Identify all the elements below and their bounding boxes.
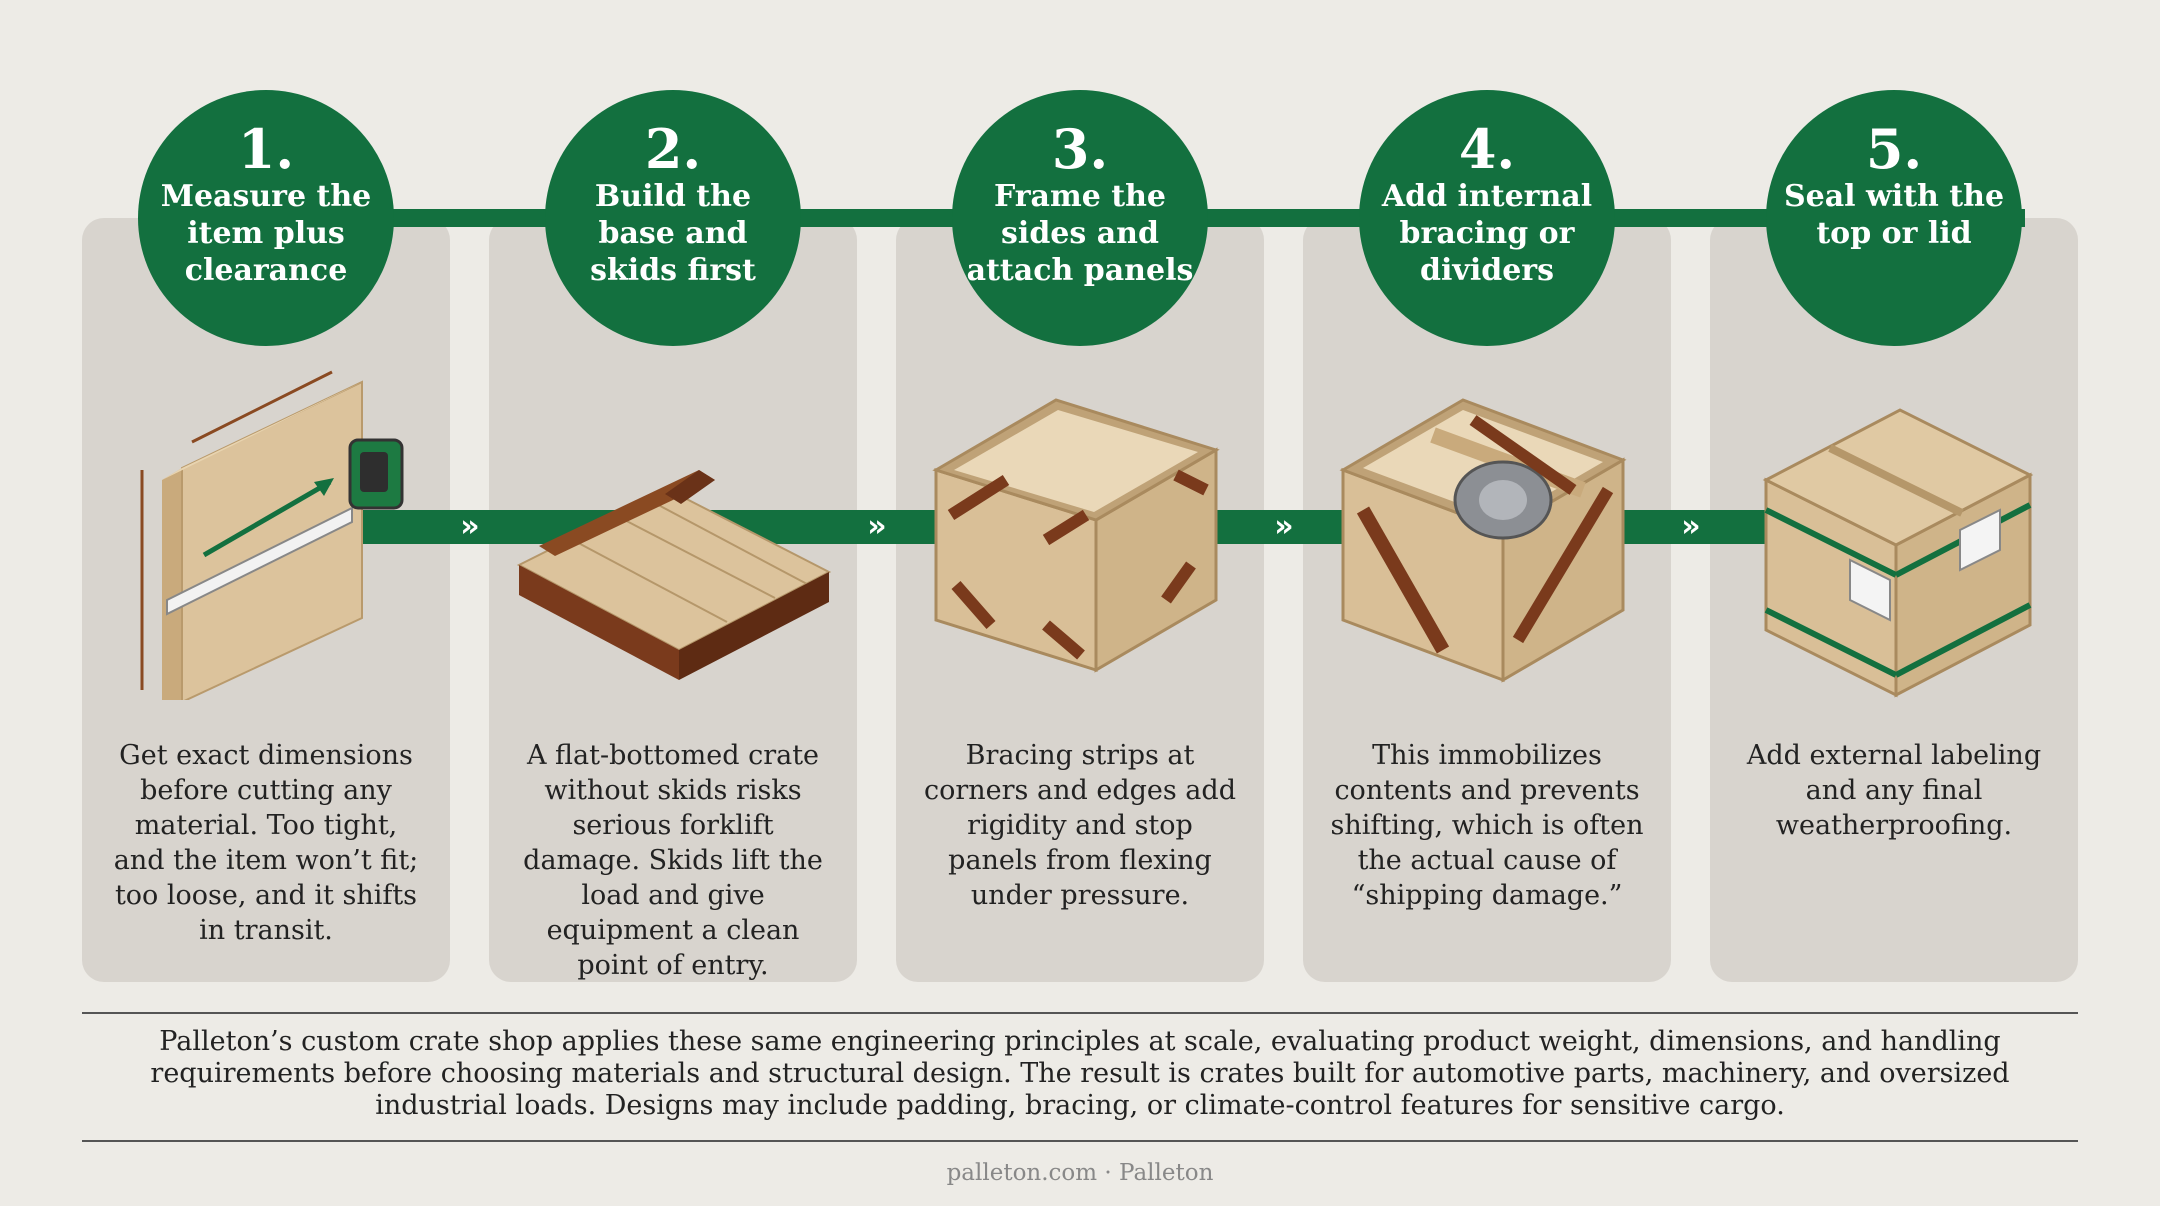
chevron-right-icon: » — [460, 509, 480, 544]
footer-paragraph: Palleton’s custom crate shop applies the… — [150, 1026, 2010, 1121]
step-4-badge: 4. Add internal bracing or dividers — [1359, 90, 1615, 346]
chevron-right-icon: » — [867, 509, 887, 544]
step-5-description: Add external labeling and any final weat… — [1746, 740, 2042, 841]
step-5-badge: 5. Seal with the top or lid — [1766, 90, 2022, 346]
source-credit: palleton.com · Palleton — [946, 1160, 1214, 1186]
footer-bottom-divider — [82, 1140, 2078, 1142]
pallet-skid-icon — [516, 470, 832, 680]
chevron-right-icon: » — [1681, 509, 1701, 544]
step-5-number: 5. — [1865, 117, 1923, 181]
step-1-description: Get exact dimensions before cutting any … — [113, 740, 419, 946]
step-1-badge: 1. Measure the item plus clearance — [138, 90, 394, 346]
step-3-badge: 3. Frame the sides and attach panels — [952, 90, 1208, 346]
footer-top-divider — [82, 1012, 2078, 1014]
step-2-badge: 2. Build the base and skids first — [545, 90, 801, 346]
step-4-title: Add internal bracing or dividers — [1381, 179, 1593, 288]
step-1-title: Measure the item plus clearance — [160, 179, 372, 288]
step-4-number: 4. — [1458, 117, 1516, 181]
open-crate-icon — [932, 398, 1220, 673]
braced-crate-icon — [1339, 398, 1627, 683]
tape-measure-icon — [140, 370, 404, 700]
step-3-number: 3. — [1051, 117, 1109, 181]
step-5-title: Seal with the top or lid — [1783, 179, 2005, 251]
step-2-title: Build the base and skids first — [590, 179, 756, 288]
step-2-number: 2. — [644, 117, 702, 181]
sealed-crate-icon — [1762, 408, 2034, 698]
step-3-title: Frame the sides and attach panels — [966, 179, 1194, 288]
chevron-right-icon: » — [1274, 509, 1294, 544]
step-4-description: This immobilizes contents and prevents s… — [1330, 740, 1644, 911]
step-3-description: Bracing strips at corners and edges add … — [924, 740, 1236, 911]
step-2-description: A flat-bottomed crate without skids risk… — [523, 740, 823, 981]
step-1-number: 1. — [237, 117, 295, 181]
